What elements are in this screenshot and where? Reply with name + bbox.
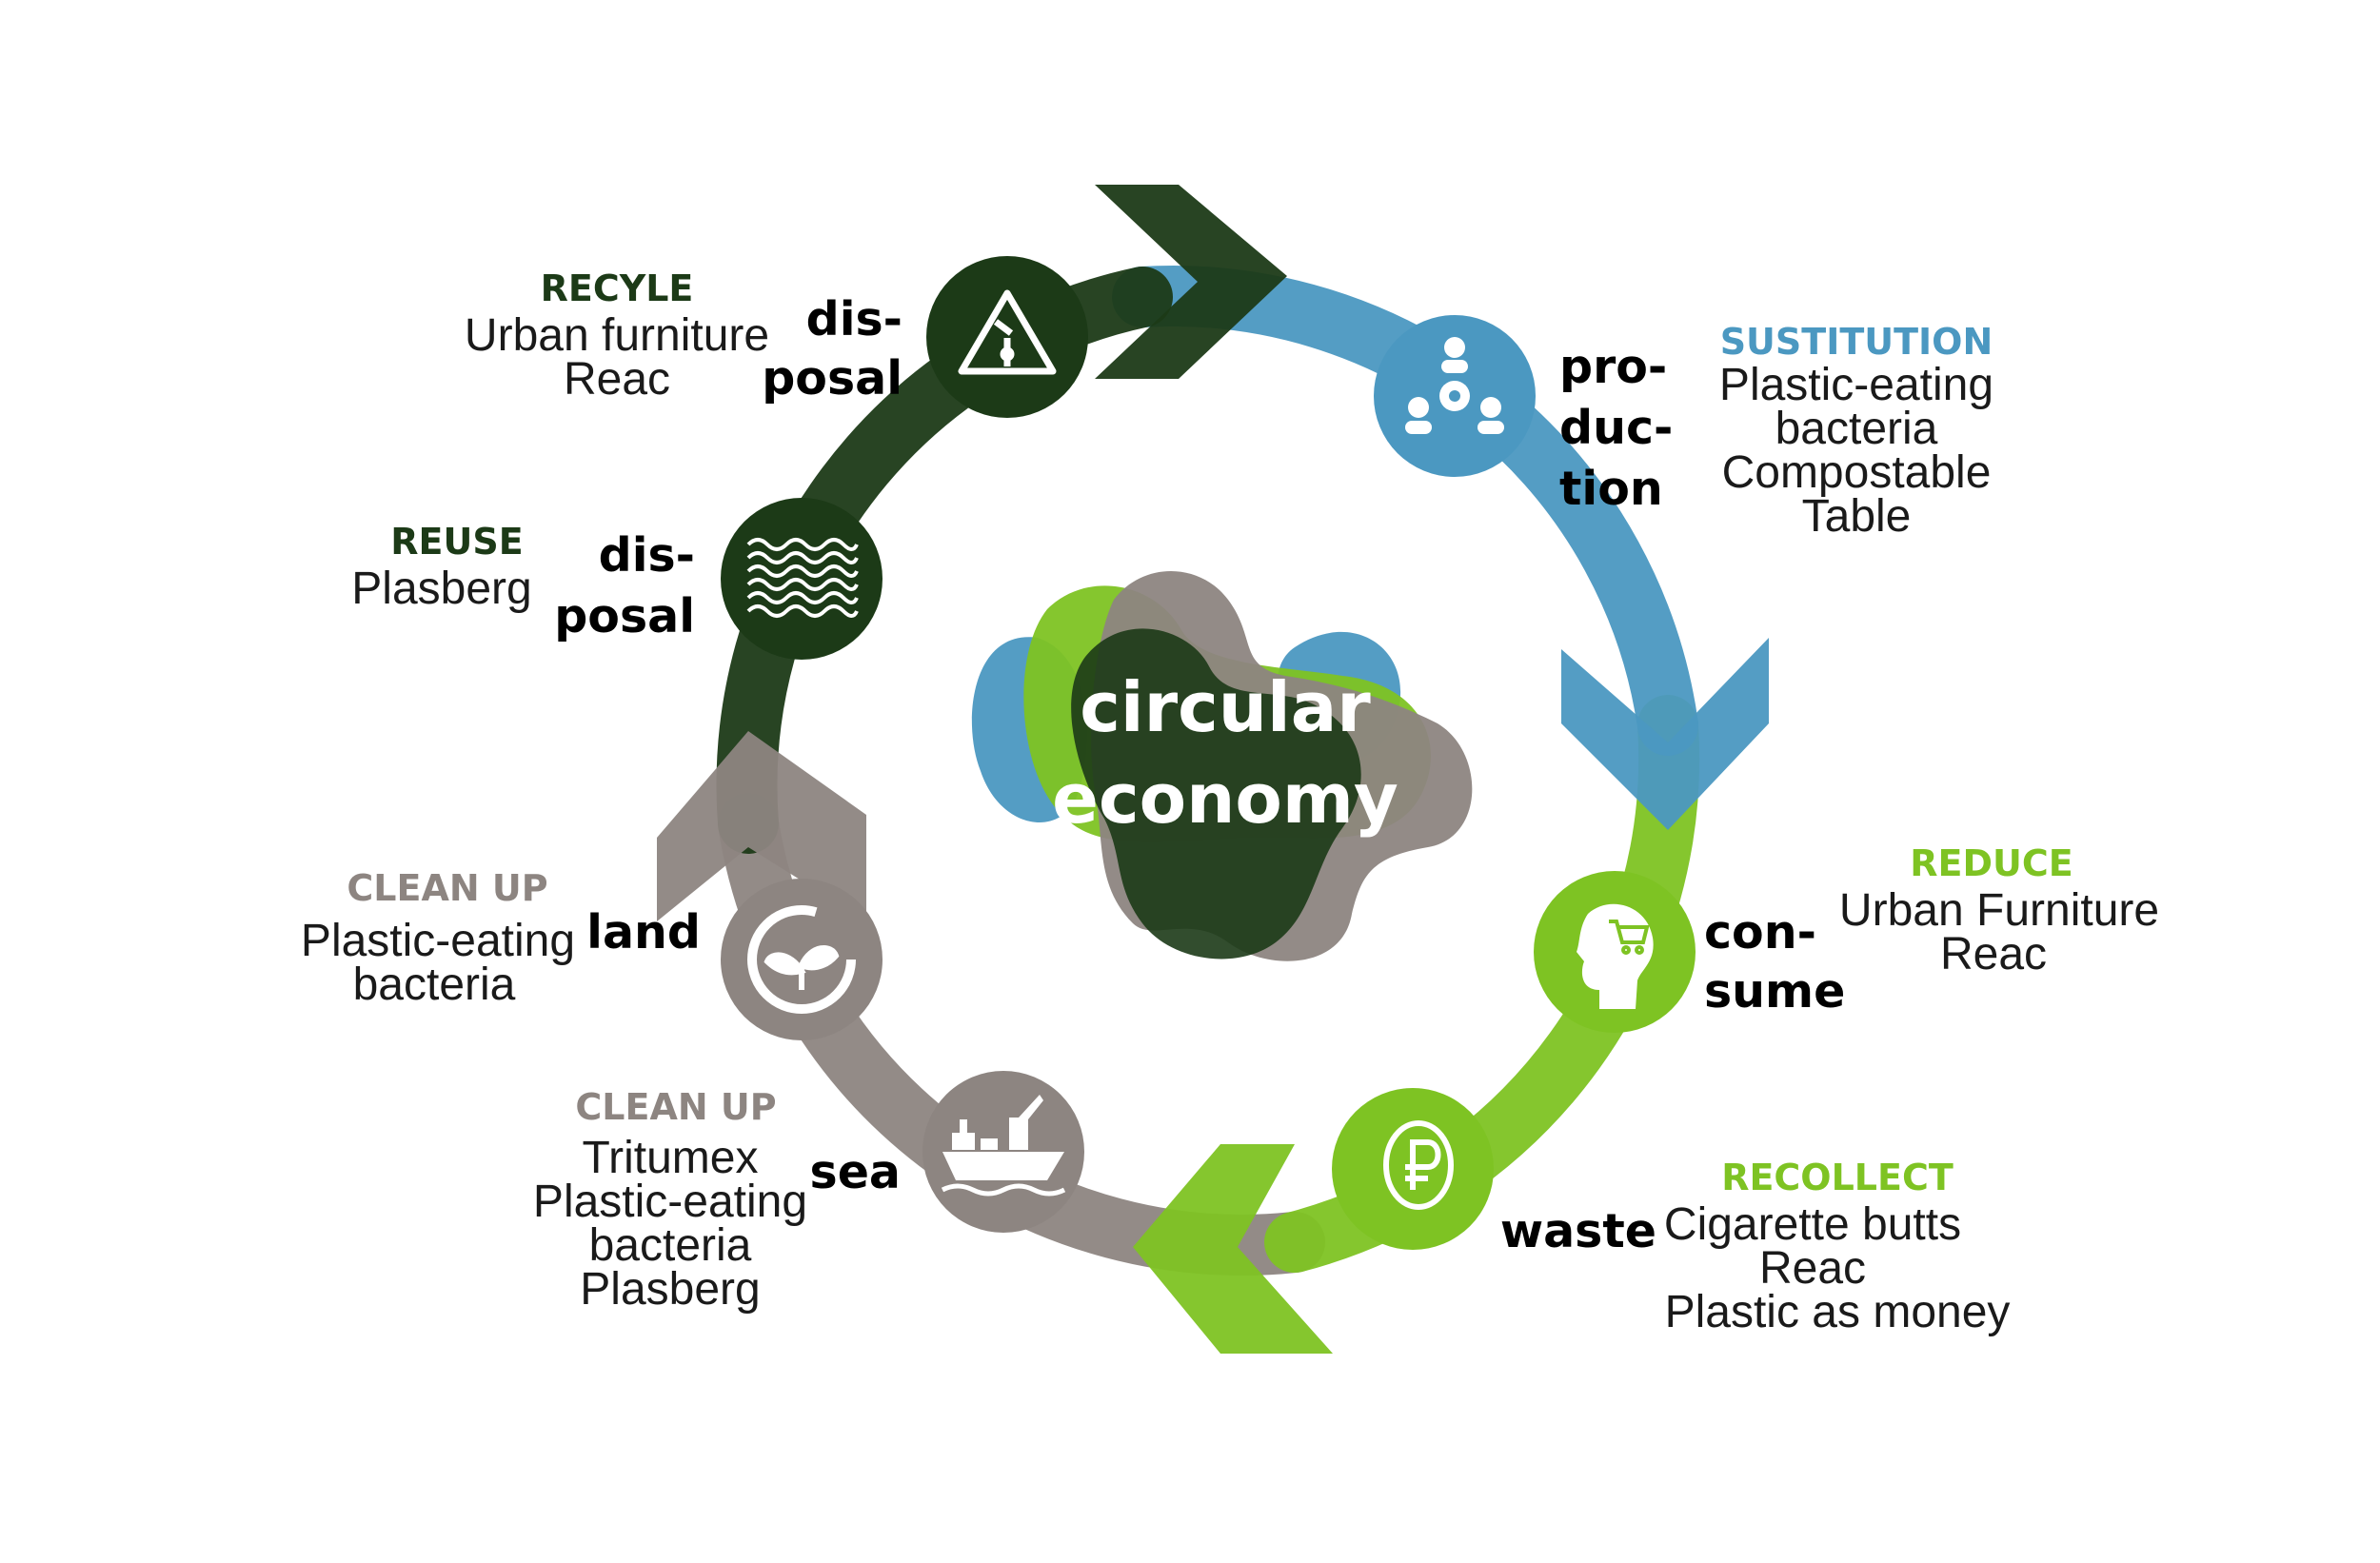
- category-cleanup-sea-detail-4: Plasberg: [580, 1264, 760, 1315]
- label-land: land: [586, 905, 701, 960]
- category-reuse-title: REUSE: [390, 521, 523, 563]
- category-recycle-title: RECYLE: [541, 267, 694, 309]
- label-waste: waste: [1500, 1204, 1656, 1258]
- category-substitution-detail-3: Compostable: [1722, 447, 1992, 498]
- category-cleanup-land-title: CLEAN UP: [347, 867, 547, 909]
- center-title-line2: economy: [1052, 759, 1398, 839]
- label-recycle-line2: posal: [762, 351, 902, 406]
- label-sea: sea: [810, 1145, 901, 1199]
- arrow-heads: [657, 185, 1769, 1354]
- center-title-line1: circular: [1080, 667, 1371, 747]
- category-recycle-detail-2: Reac: [564, 354, 670, 405]
- category-cleanup-land-detail-1: Plastic-eating: [301, 916, 575, 966]
- category-substitution: SUSTITUTION Plastic-eating bacteria Comp…: [1719, 321, 1993, 542]
- node-reuse[interactable]: [721, 498, 883, 660]
- category-recollect-detail-3: Plastic as money: [1665, 1287, 2011, 1337]
- node-recycle-circle: [926, 256, 1088, 418]
- arrow-head-blue-icon: [1561, 638, 1769, 830]
- label-recycle-line1: dis-: [806, 292, 902, 346]
- category-substitution-detail-4: Table: [1802, 491, 1912, 542]
- blob-dark-green: [1071, 628, 1361, 960]
- team-gear-icon: [1405, 337, 1504, 434]
- category-recollect: RECOLLECT Cigarette butts Reac Plastic a…: [1664, 1157, 2010, 1337]
- category-recollect-title: RECOLLECT: [1721, 1157, 1954, 1198]
- arrow-head-gray-icon: [657, 731, 866, 921]
- ship-icon: [941, 1095, 1066, 1197]
- category-cleanup-sea-detail-3: bacteria: [589, 1220, 752, 1271]
- center-blob: circular economy: [971, 571, 1473, 961]
- category-reuse: REUSE Plasberg: [351, 521, 531, 614]
- mesh-icon: [746, 538, 859, 618]
- node-reuse-circle: [721, 498, 883, 660]
- category-recollect-detail-1: Cigarette butts: [1664, 1199, 1961, 1250]
- recycle-triangle-icon: [958, 289, 1057, 375]
- plant-cycle-icon: [747, 905, 856, 1014]
- category-reduce: REDUCE Urban Furniture Reac: [1839, 842, 2159, 979]
- node-waste[interactable]: [1332, 1088, 1494, 1250]
- category-recollect-detail-2: Reac: [1759, 1243, 1866, 1294]
- label-production-line3: tion: [1559, 462, 1663, 516]
- category-recycle: RECYLE Urban furniture Reac: [465, 267, 769, 405]
- node-production[interactable]: [1374, 315, 1536, 477]
- ruble-coin-icon: [1383, 1120, 1454, 1210]
- arrow-head-light-green-icon: [1133, 1144, 1333, 1354]
- category-substitution-detail-1: Plastic-eating: [1719, 360, 1993, 410]
- category-recycle-detail-1: Urban furniture: [465, 310, 769, 361]
- category-reuse-detail-1: Plasberg: [351, 564, 531, 614]
- label-reuse-line1: dis-: [599, 528, 695, 583]
- label-consume-line2: sume: [1704, 964, 1845, 1019]
- category-cleanup-sea: CLEAN UP Tritumex Plastic-eating bacteri…: [533, 1086, 807, 1315]
- category-substitution-title: SUSTITUTION: [1720, 321, 1993, 363]
- arrow-head-dark-green-icon: [1095, 185, 1287, 379]
- label-reuse-line2: posal: [554, 589, 695, 643]
- label-production-line2: duc-: [1559, 401, 1673, 455]
- node-land[interactable]: [721, 879, 883, 1040]
- category-substitution-detail-2: bacteria: [1775, 404, 1938, 454]
- category-cleanup-sea-detail-2: Plastic-eating: [533, 1177, 807, 1227]
- category-reduce-title: REDUCE: [1910, 842, 2073, 884]
- label-consume-line1: con-: [1704, 905, 1816, 960]
- category-cleanup-land-detail-2: bacteria: [353, 960, 516, 1010]
- stage-labels: dis- posal pro- duc- tion dis- posal con…: [554, 292, 1845, 1258]
- category-cleanup-land: CLEAN UP Plastic-eating bacteria: [301, 867, 575, 1010]
- head-shopping-cart-icon: [1577, 903, 1654, 1009]
- label-production-line1: pro-: [1559, 340, 1667, 394]
- category-cleanup-sea-detail-1: Tritumex: [583, 1133, 759, 1183]
- category-reduce-detail-1: Urban Furniture: [1839, 885, 2159, 936]
- node-recycle[interactable]: [926, 256, 1088, 418]
- node-sea[interactable]: [922, 1071, 1084, 1233]
- node-consume[interactable]: [1534, 871, 1696, 1033]
- category-reduce-detail-2: Reac: [1940, 929, 2047, 979]
- category-cleanup-sea-title: CLEAN UP: [575, 1086, 776, 1128]
